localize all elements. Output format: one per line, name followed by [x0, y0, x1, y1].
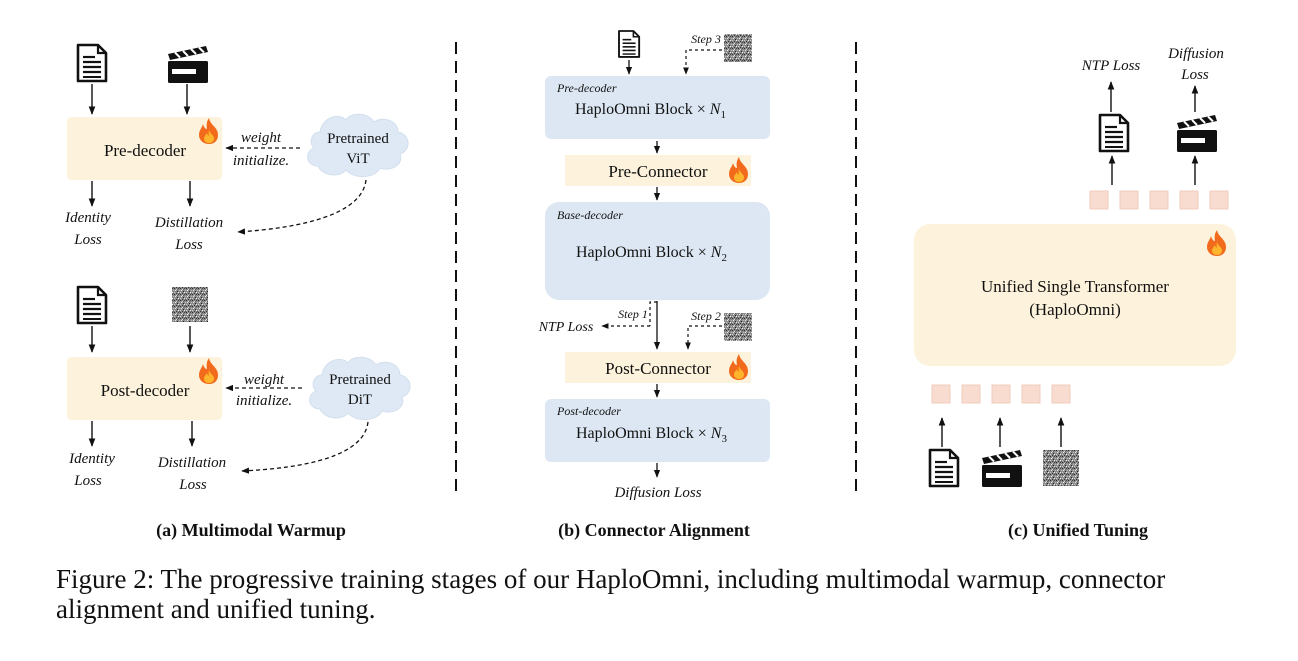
figure-caption: Figure 2: The progressive training stage… [56, 564, 1166, 624]
output-tokens [1089, 190, 1229, 210]
token [1051, 384, 1071, 404]
weight-init-line1: weight [241, 130, 282, 146]
noise-image-icon [724, 34, 752, 62]
panel-a-label: (a) Multimodal Warmup [156, 520, 346, 541]
ntp-loss-label: NTP Loss [1081, 58, 1141, 74]
distillation-loss2-line2: Loss [178, 477, 207, 493]
identity-loss-line2: Loss [73, 232, 102, 248]
token [1179, 190, 1199, 210]
base-decoder-block [545, 202, 770, 300]
post-decoder-tag: Post-decoder [556, 404, 621, 418]
pretrained-vit-line2: ViT [346, 151, 369, 167]
transformer-line1: Unified Single Transformer [981, 277, 1169, 296]
post-decoder-box [67, 357, 222, 420]
noise-image-icon [1043, 450, 1079, 486]
document-icon [928, 448, 960, 488]
token [931, 384, 951, 404]
post-decoder-block [545, 399, 770, 462]
weight-init2-line2: initialize. [236, 393, 292, 409]
base-decoder-tag: Base-decoder [557, 208, 623, 222]
pre-decoder-label: Pre-decoder [104, 141, 186, 160]
diffusion-loss-label: Diffusion Loss [613, 485, 701, 501]
step2-label: Step 2 [691, 309, 721, 323]
token [961, 384, 981, 404]
token [1209, 190, 1229, 210]
post-decoder-label: Post-decoder [101, 381, 190, 400]
transformer-line2: (HaploOmni) [1029, 300, 1121, 319]
distillation-loss2-line1: Distillation [157, 455, 226, 471]
panel-b-label: (b) Connector Alignment [558, 520, 750, 541]
identity-loss-line1: Identity [64, 210, 111, 226]
panel-c: NTP Loss Diffusion Loss Unified Single T… [914, 46, 1236, 541]
block1-text: HaploOmni Block × N1 [575, 101, 726, 121]
video-clapper-icon [167, 45, 209, 84]
pre-decoder-block [545, 76, 770, 139]
input-tokens [931, 384, 1071, 404]
document-icon [76, 285, 108, 325]
panel-c-label: (c) Unified Tuning [1008, 520, 1148, 541]
pretrained-dit-line1: Pretrained [329, 372, 391, 388]
distillation-loss-line2: Loss [174, 237, 203, 253]
pre-connector-label: Pre-Connector [608, 162, 707, 181]
pretrained-vit-line1: Pretrained [327, 131, 389, 147]
token [1021, 384, 1041, 404]
token [991, 384, 1011, 404]
post-connector-label: Post-Connector [605, 359, 711, 378]
pre-connector-box [565, 155, 751, 186]
panel-a: Pre-decoder Pretrained ViT weight initia… [64, 43, 411, 541]
noise-image-icon [172, 287, 208, 322]
weight-init2-line1: weight [244, 372, 285, 388]
identity-loss2-line1: Identity [68, 451, 115, 467]
block2-text: HaploOmni Block × N2 [576, 244, 727, 264]
document-icon [1098, 113, 1130, 153]
block3-text: HaploOmni Block × N3 [576, 425, 727, 445]
token [1149, 190, 1169, 210]
pre-decoder-tag: Pre-decoder [556, 81, 617, 95]
distillation-loss-line1: Distillation [154, 215, 223, 231]
step3-label: Step 3 [691, 32, 721, 46]
figure-diagram: Pre-decoder Pretrained ViT weight initia… [64, 30, 1236, 541]
step1-label: Step 1 [618, 307, 648, 321]
video-clapper-icon [1176, 114, 1218, 153]
identity-loss2-line2: Loss [73, 473, 102, 489]
document-icon [76, 43, 108, 83]
diffusion-loss-line1: Diffusion [1167, 46, 1224, 62]
token [1119, 190, 1139, 210]
diffusion-loss-line2: Loss [1180, 67, 1209, 83]
ntp-loss-label: NTP Loss [538, 320, 594, 335]
noise-image-icon [724, 313, 752, 341]
pretrained-dit-line2: DiT [348, 392, 372, 408]
unified-transformer-box [914, 224, 1236, 366]
video-clapper-icon [981, 449, 1023, 488]
post-connector-box [565, 352, 751, 383]
panel-b: Step 3 Pre-decoder HaploOmni Block × N1 … [538, 30, 770, 541]
document-icon [618, 30, 641, 58]
weight-init-line2: initialize. [233, 153, 289, 169]
pre-decoder-box [67, 117, 222, 180]
pretrained-dit-cloud [309, 356, 411, 421]
token [1089, 190, 1109, 210]
